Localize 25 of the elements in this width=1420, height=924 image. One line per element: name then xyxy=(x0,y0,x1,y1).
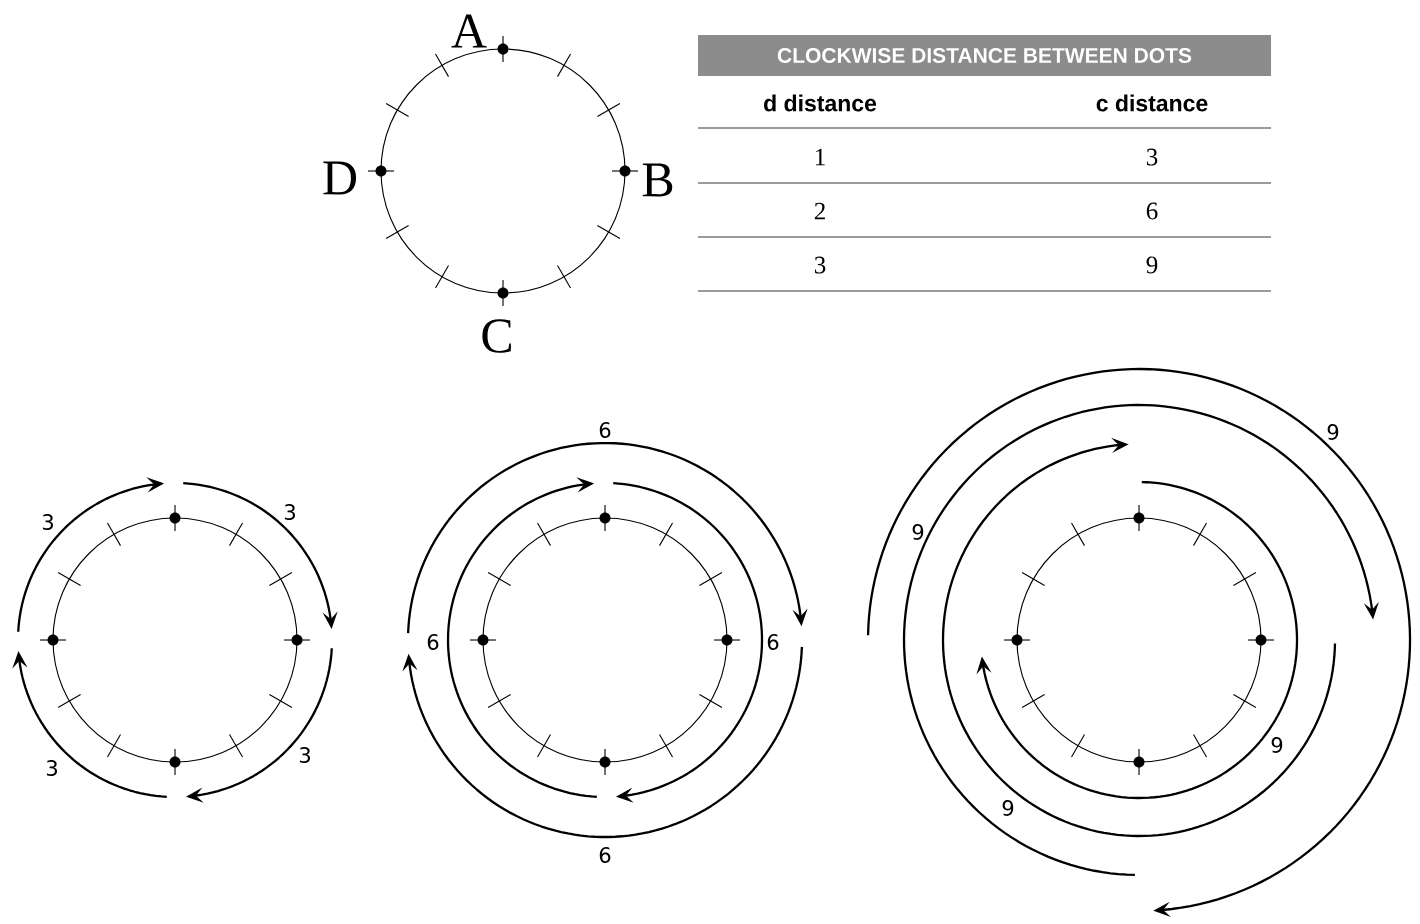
table-cell: 3 xyxy=(814,256,826,274)
column-header: c distance xyxy=(1096,94,1208,112)
table-cell: 2 xyxy=(814,202,825,220)
distance-label: 3 xyxy=(46,760,57,776)
table-cell: 6 xyxy=(1146,202,1158,220)
table-cell: 9 xyxy=(1146,256,1158,274)
distance-label: 6 xyxy=(599,422,611,438)
distance-label: 9 xyxy=(1327,424,1339,440)
distance-label: 9 xyxy=(1002,800,1014,816)
distance-label: 6 xyxy=(767,634,779,650)
point-label: D xyxy=(323,161,357,195)
distance-label: 3 xyxy=(299,747,310,763)
table-cell: 1 xyxy=(815,148,825,166)
point-label: C xyxy=(482,319,511,353)
distance-label: 6 xyxy=(599,847,611,863)
distance-label: 3 xyxy=(284,504,295,520)
distance-label: 6 xyxy=(427,634,439,650)
distance-label: 9 xyxy=(912,524,924,540)
column-header: d distance xyxy=(764,94,877,112)
table-cell: 3 xyxy=(1146,148,1158,166)
table-header: CLOCKWISE DISTANCE BETWEEN DOTS xyxy=(698,35,1271,76)
distance-label: 9 xyxy=(1271,737,1283,753)
point-label: A xyxy=(451,14,487,48)
point-label: B xyxy=(642,163,673,197)
distance-label: 3 xyxy=(42,514,53,530)
